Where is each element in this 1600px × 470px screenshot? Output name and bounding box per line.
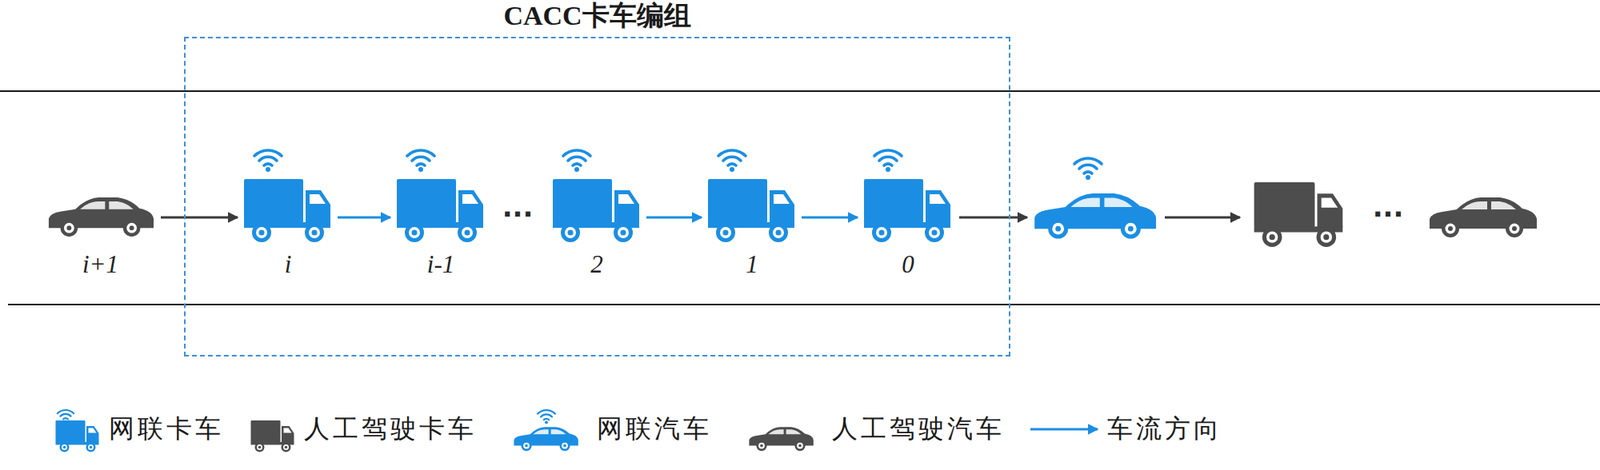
flow-arrow (959, 216, 1028, 220)
vehicle-index: i (220, 249, 356, 280)
vehicle-index: i+1 (21, 249, 180, 280)
legend-car-icon (500, 406, 591, 453)
truck-icon (708, 142, 796, 245)
manual-truck (1254, 182, 1344, 248)
truck-node: 0 (864, 142, 952, 280)
connected-car (1034, 158, 1156, 240)
flow-arrow (160, 216, 238, 220)
legend-item: 车流方向 (1028, 406, 1223, 453)
truck-node: i (244, 142, 332, 280)
legend-arrow-icon (1028, 406, 1101, 453)
truck-icon (552, 142, 641, 245)
legend-car-icon (736, 406, 826, 453)
truck-node: 2 (552, 142, 641, 280)
legend-text: 网联卡车 (108, 412, 224, 448)
flow-arrow (1164, 216, 1240, 220)
ellipsis-label: ··· (502, 198, 534, 231)
road-edge (0, 90, 1600, 92)
vehicle-index: 0 (840, 249, 976, 280)
group-title: CACC卡车编组 (184, 0, 1011, 32)
legend-text: 人工驾驶汽车 (832, 412, 1005, 448)
truck-icon (244, 142, 332, 245)
legend: 网联卡车 人工驾驶卡车 网联汽车 人工驾驶汽车 车流方向 (52, 406, 1247, 453)
truck-icon (864, 142, 952, 245)
truck-icon (396, 142, 485, 245)
car-node: i+1 (45, 142, 156, 280)
manual-car (1429, 197, 1537, 238)
legend-text: 网联汽车 (596, 412, 712, 448)
legend-item: 网联汽车 (500, 406, 712, 453)
legend-text: 车流方向 (1107, 412, 1223, 448)
legend-truck-icon (248, 406, 298, 453)
legend-item: 人工驾驶汽车 (736, 406, 1005, 453)
car-icon (45, 142, 156, 245)
truck-node: i-1 (396, 142, 485, 280)
platoon-group: CACC卡车编组ii-1210 (184, 0, 1011, 357)
legend-truck-icon (52, 406, 103, 453)
flow-arrow (801, 216, 858, 220)
truck-node: 1 (708, 142, 796, 280)
legend-text: 人工驾驶卡车 (304, 412, 477, 448)
road-edge (8, 304, 1600, 306)
flow-arrow (646, 216, 702, 220)
vehicle-index: 2 (528, 249, 665, 280)
legend-item: 网联卡车 (52, 406, 224, 453)
vehicle-index: i-1 (372, 249, 509, 280)
vehicle-index: 1 (684, 249, 820, 280)
ellipsis-label: ··· (1372, 198, 1404, 231)
flow-arrow (337, 216, 391, 220)
legend-item: 人工驾驶卡车 (248, 406, 477, 453)
